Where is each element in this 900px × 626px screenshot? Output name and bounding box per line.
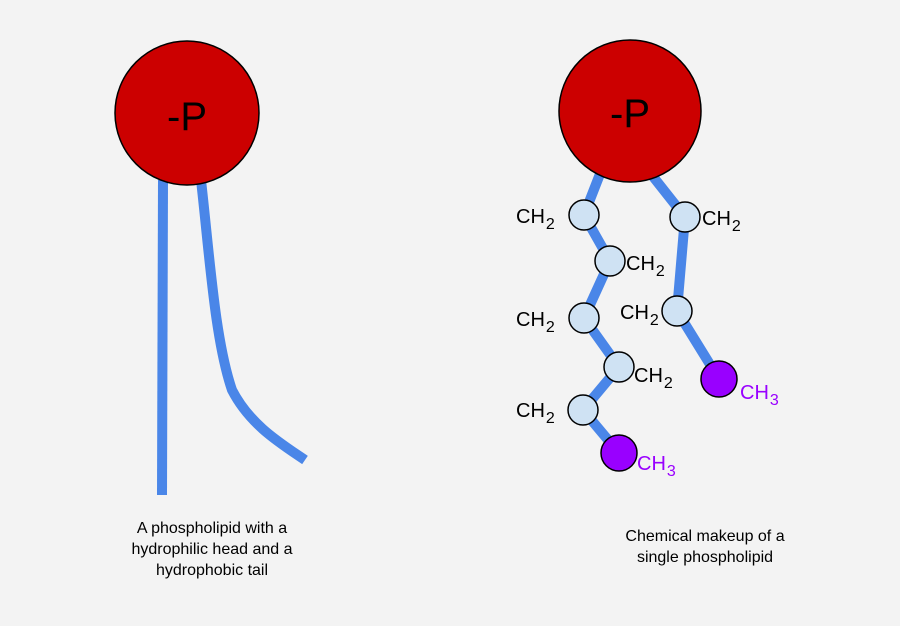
- group-label: CH2: [702, 208, 741, 235]
- carbon-node: [669, 201, 701, 233]
- group-label: CH2: [634, 365, 673, 392]
- carbon-node: [567, 394, 599, 426]
- methyl-node: [700, 360, 738, 398]
- group-label: CH2: [620, 302, 659, 329]
- phosphate-head: [114, 40, 260, 186]
- carbon-node: [568, 302, 600, 334]
- right-chain-bonds: [647, 170, 724, 382]
- right-caption: Chemical makeup of a single phospholipid: [625, 528, 785, 566]
- methyl-label: CH3: [740, 382, 779, 409]
- phosphate-head: [558, 39, 702, 183]
- carbon-node: [568, 199, 600, 231]
- left-caption: A phospholipid with a hydrophilic head a…: [131, 520, 293, 579]
- chemical-phospholipid: -P CH2 CH2 CH2 CH2 CH2 CH3 CH2 CH2 CH3: [516, 39, 779, 480]
- carbon-node: [661, 295, 693, 327]
- tail-right-strand: [196, 179, 308, 465]
- carbon-node: [594, 245, 626, 277]
- group-label: CH2: [626, 253, 665, 280]
- methyl-label: CH3: [637, 453, 676, 480]
- phosphate-head-label: -P: [167, 95, 207, 139]
- group-label: CH2: [516, 309, 555, 336]
- methyl-node: [600, 434, 638, 472]
- group-label: CH2: [516, 206, 555, 233]
- carbon-node: [603, 351, 635, 383]
- tail-left-strand: [157, 179, 168, 496]
- phosphate-head-label: -P: [610, 92, 650, 136]
- group-label: CH2: [516, 400, 555, 427]
- simple-phospholipid: -P: [114, 40, 308, 496]
